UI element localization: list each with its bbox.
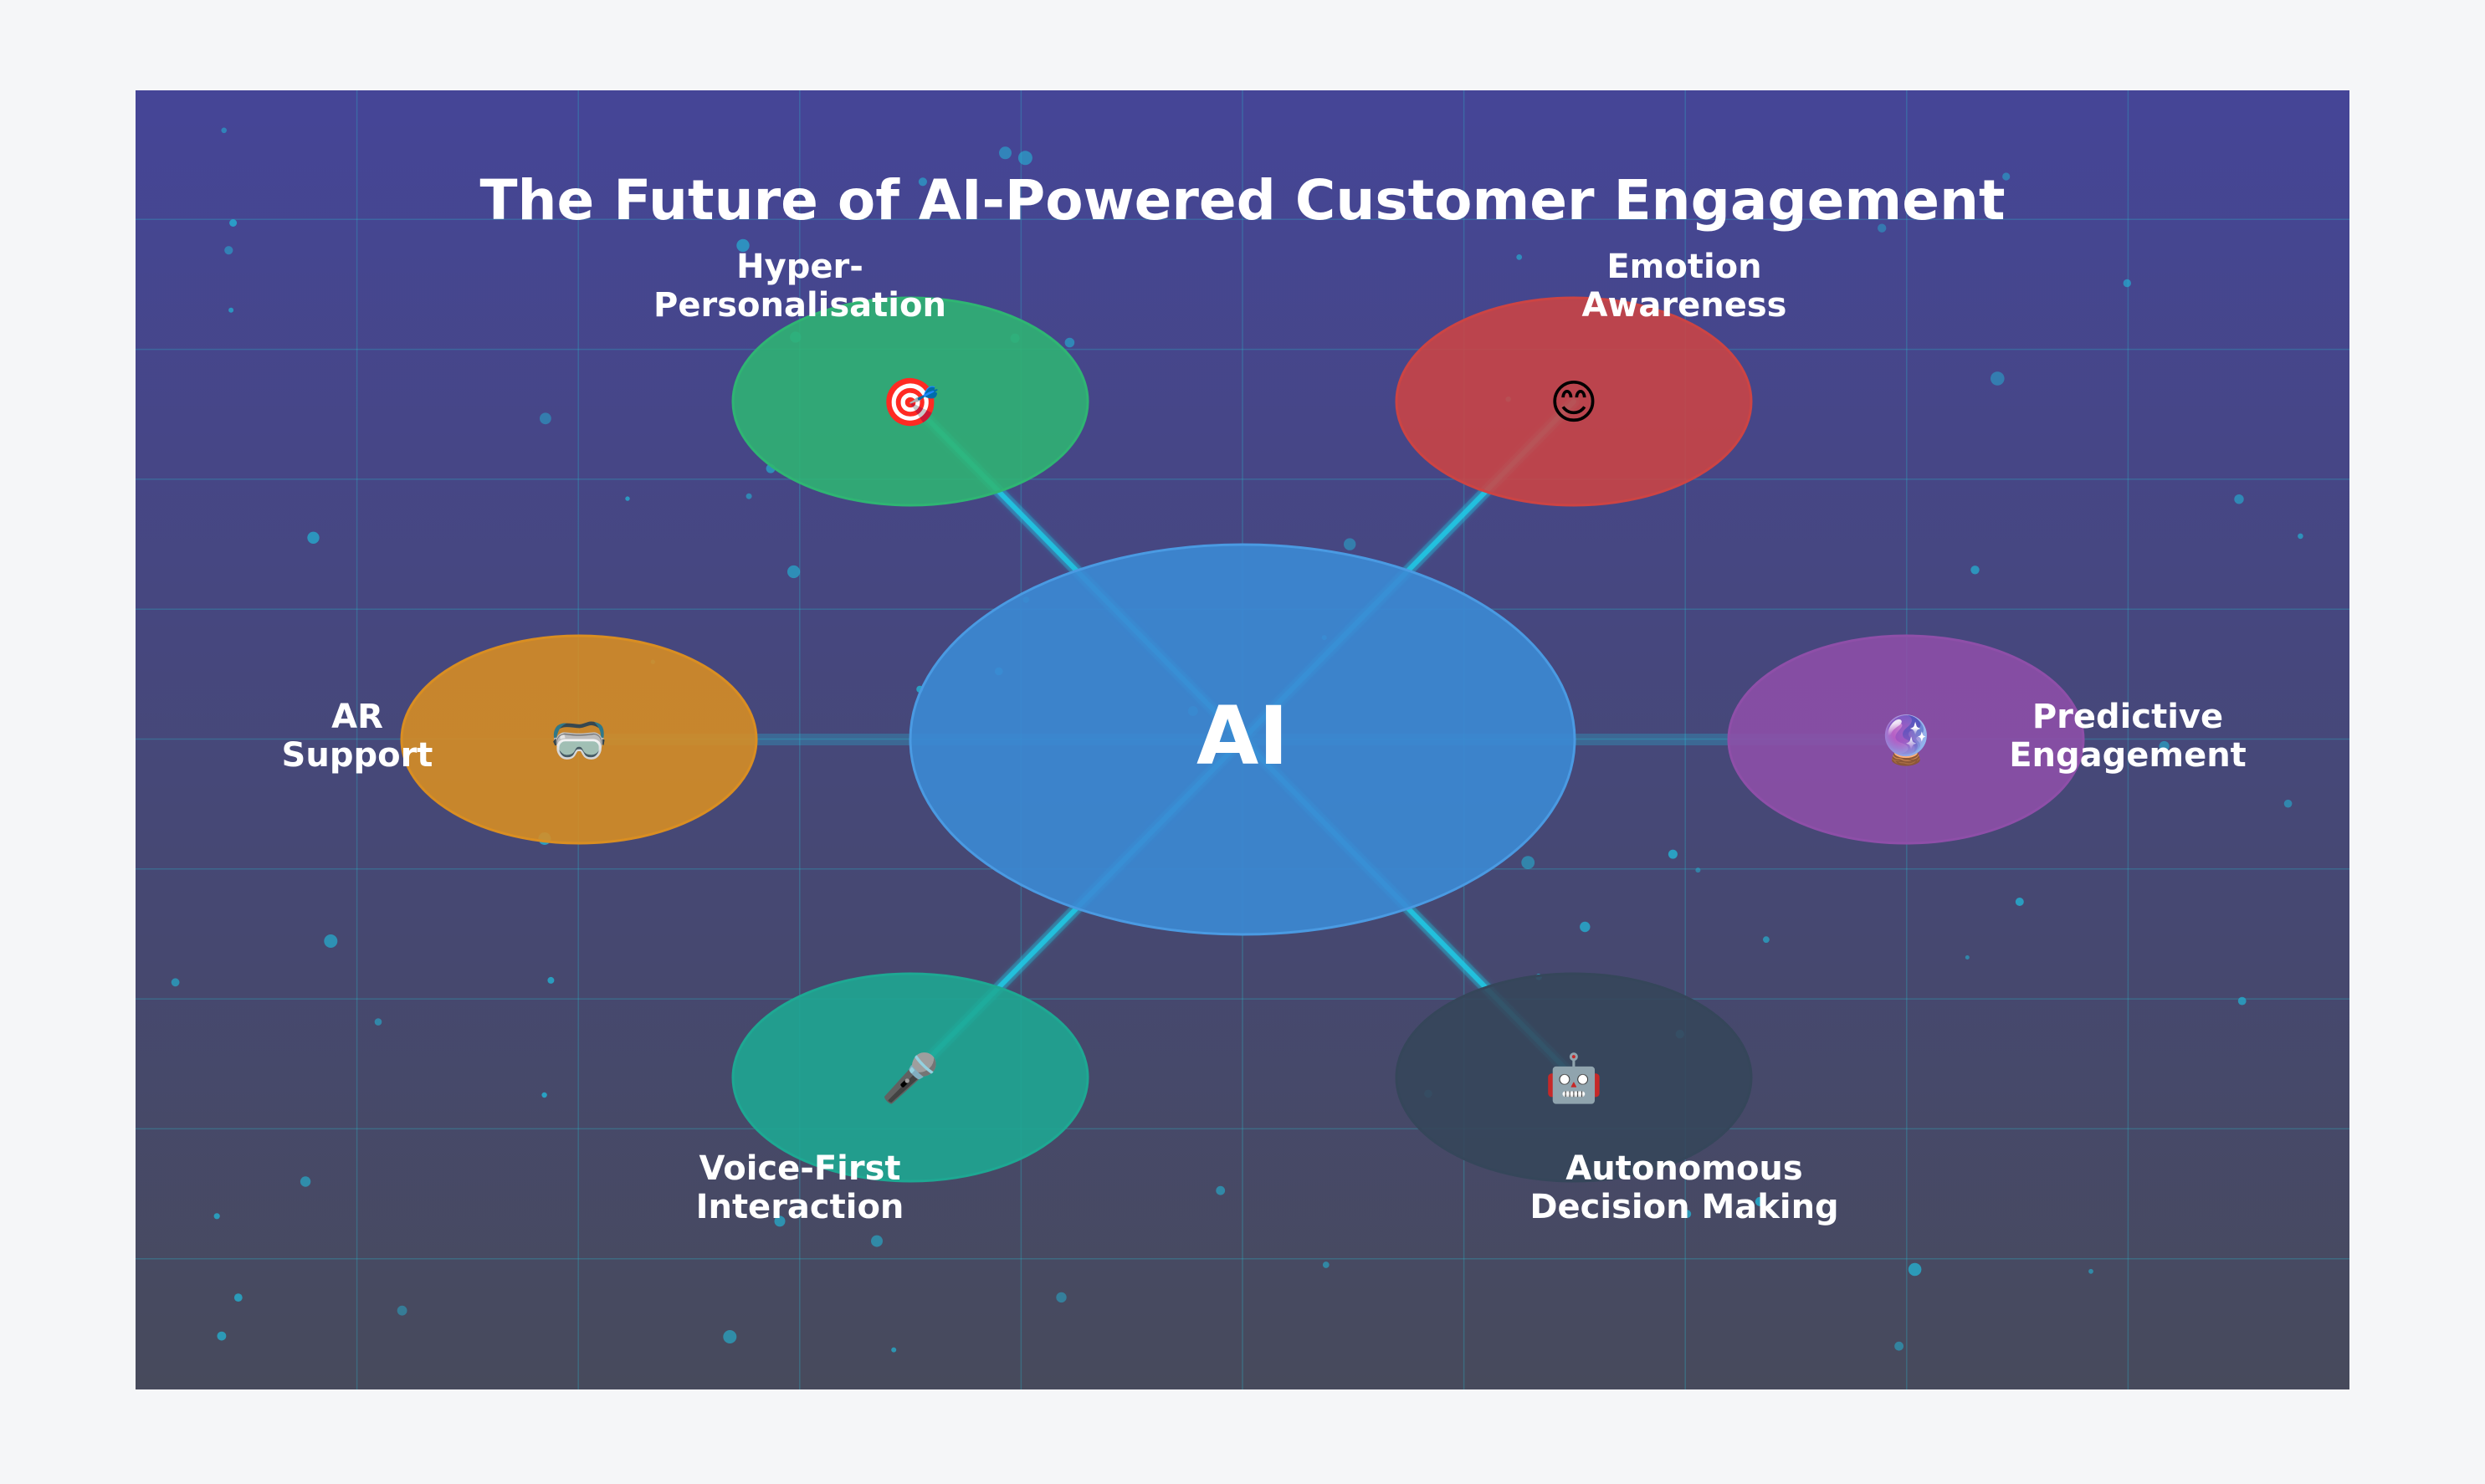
node-circle-autonomous-decision-making [1395,972,1753,1183]
particle [2088,1268,2093,1274]
microphone-icon: 🎤 [881,1050,940,1106]
node-label-line: Interaction [696,1188,904,1226]
particle [1580,921,1591,933]
smiling-face-icon: 😊 [1550,376,1598,430]
node-circle-hyper-personalisation [731,296,1089,507]
node-circle-emotion-awareness [1395,296,1753,507]
target-icon: 🎯 [881,376,940,430]
particle [1017,151,1032,166]
particle [1970,565,1980,575]
node-label-line: Predictive [2032,698,2223,736]
robot-icon: 🤖 [1545,1052,1603,1106]
crystal-ball-icon: 🔮 [1877,714,1935,768]
ar-goggles-icon: 🥽 [550,714,608,768]
node-circle-predictive-engagement [1727,634,2085,845]
node-label-line: AR [331,698,383,736]
particle [891,1347,897,1353]
particle [746,493,752,499]
particle [787,565,801,579]
particle [1668,849,1678,859]
center-hub [909,543,1576,936]
particle [324,934,338,948]
node-label-line: Hyper- [736,248,863,286]
particle [397,1305,407,1316]
particle [2298,533,2303,540]
particle [736,238,750,253]
particle [217,1331,227,1341]
particle [224,246,233,255]
particle [171,978,180,987]
node-label-line: Personalisation [653,286,946,325]
particle [1056,1292,1067,1303]
particle [1344,538,1356,550]
particle [229,219,238,227]
particle [1965,955,1970,959]
particle [1763,936,1770,944]
particle [774,1215,786,1227]
particle [1878,223,1887,233]
node-label-line: Decision Making [1529,1188,1838,1226]
particle [1322,1261,1330,1268]
particle [2002,172,2011,181]
particle [2159,740,2170,752]
center-label: AI [1196,689,1289,783]
particle [2237,996,2247,1006]
particle [2283,799,2293,808]
particle [2015,898,2024,906]
particle [1991,371,2005,386]
particle [374,1018,382,1026]
particle [213,1213,220,1220]
particle [1216,1185,1226,1195]
particle [541,1092,547,1098]
particle [540,412,551,425]
node-hyper-personalisation: 🎯 Hyper-Personalisation [653,248,1089,507]
particle [1683,1210,1692,1219]
particle [307,531,320,544]
particle [1521,856,1535,869]
node-label-line: Emotion [1606,248,1761,286]
particle [2234,494,2244,504]
particle [1894,1341,1904,1351]
particle [1908,1262,1922,1277]
particle [918,177,927,187]
particle [547,976,555,984]
node-label-line: Awareness [1582,286,1787,325]
particle [1064,337,1075,348]
node-label-line: Engagement [2009,736,2247,775]
node-label-line: Autonomous [1565,1149,1802,1188]
particle [228,307,234,313]
node-label-hyper-personalisation: Hyper-Personalisation [653,248,946,325]
node-circle-ar-support [400,634,758,845]
particle [221,127,228,134]
particle [625,496,630,501]
particle [871,1235,883,1247]
particle [233,1293,243,1302]
node-label-line: Voice-First [699,1149,900,1188]
diagram-title: The Future of AI-Powered Customer Engage… [480,168,2006,233]
particle [1695,867,1701,873]
node-label-line: Support [282,736,433,775]
particle [2123,279,2131,288]
particle [999,146,1012,160]
particle [300,1176,311,1187]
particle [1755,1196,1765,1206]
node-circle-voice-first-interaction [731,972,1089,1183]
particle [723,1330,737,1343]
particle [1516,254,1523,260]
particle [1660,207,1667,214]
